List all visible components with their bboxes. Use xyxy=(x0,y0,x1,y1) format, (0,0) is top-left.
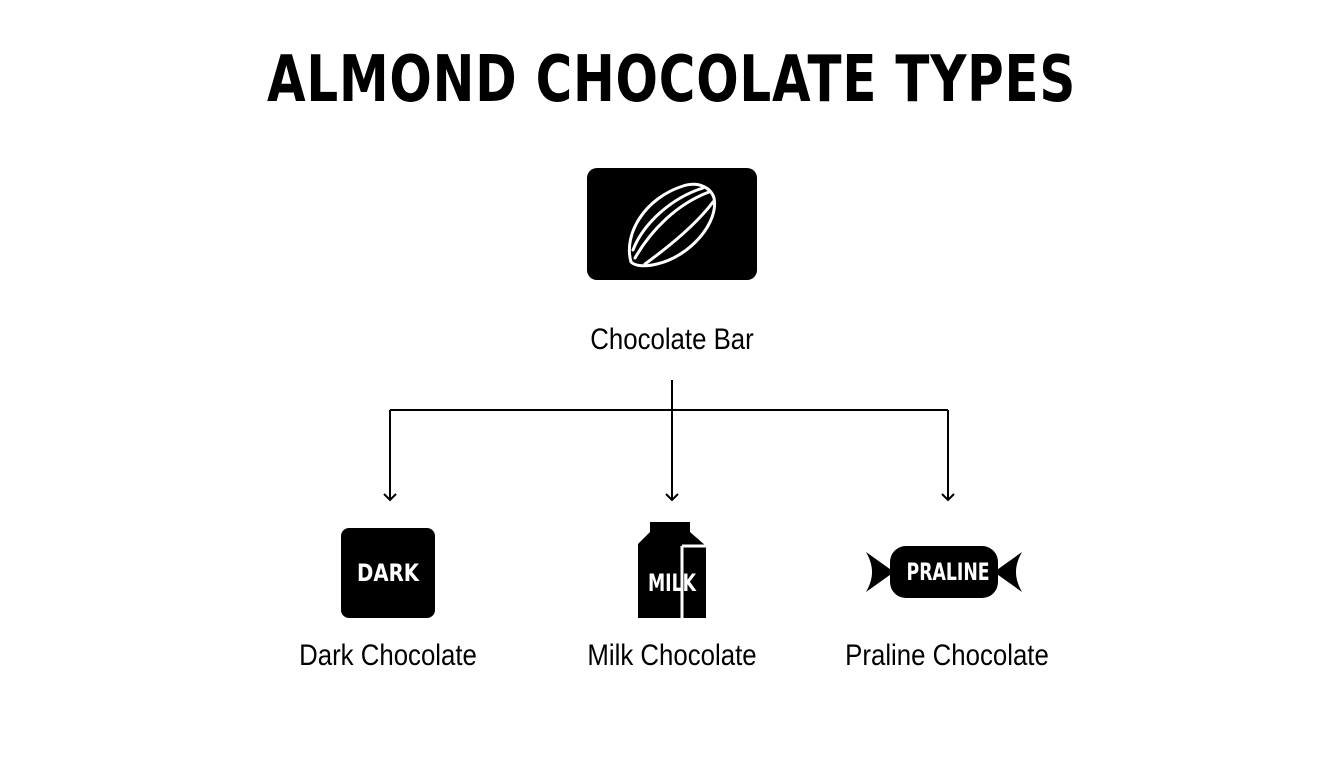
wrapped-candy-icon: PRALINE xyxy=(862,544,1026,600)
dark-icon-text: DARK xyxy=(357,559,419,587)
praline-icon-text: PRALINE xyxy=(906,558,990,586)
diagram-title: ALMOND CHOCOLATE TYPES xyxy=(266,43,1077,117)
root-node-label: Chocolate Bar xyxy=(590,323,754,356)
milk-icon-text: MILK xyxy=(647,569,697,597)
praline-chocolate-label: Praline Chocolate xyxy=(845,639,1049,672)
almond-icon xyxy=(587,168,757,280)
dark-chocolate-label: Dark Chocolate xyxy=(299,639,477,672)
milk-carton-icon: MILK xyxy=(636,522,708,620)
dark-bar-icon: DARK xyxy=(341,528,435,618)
milk-chocolate-label: Milk Chocolate xyxy=(587,639,757,672)
